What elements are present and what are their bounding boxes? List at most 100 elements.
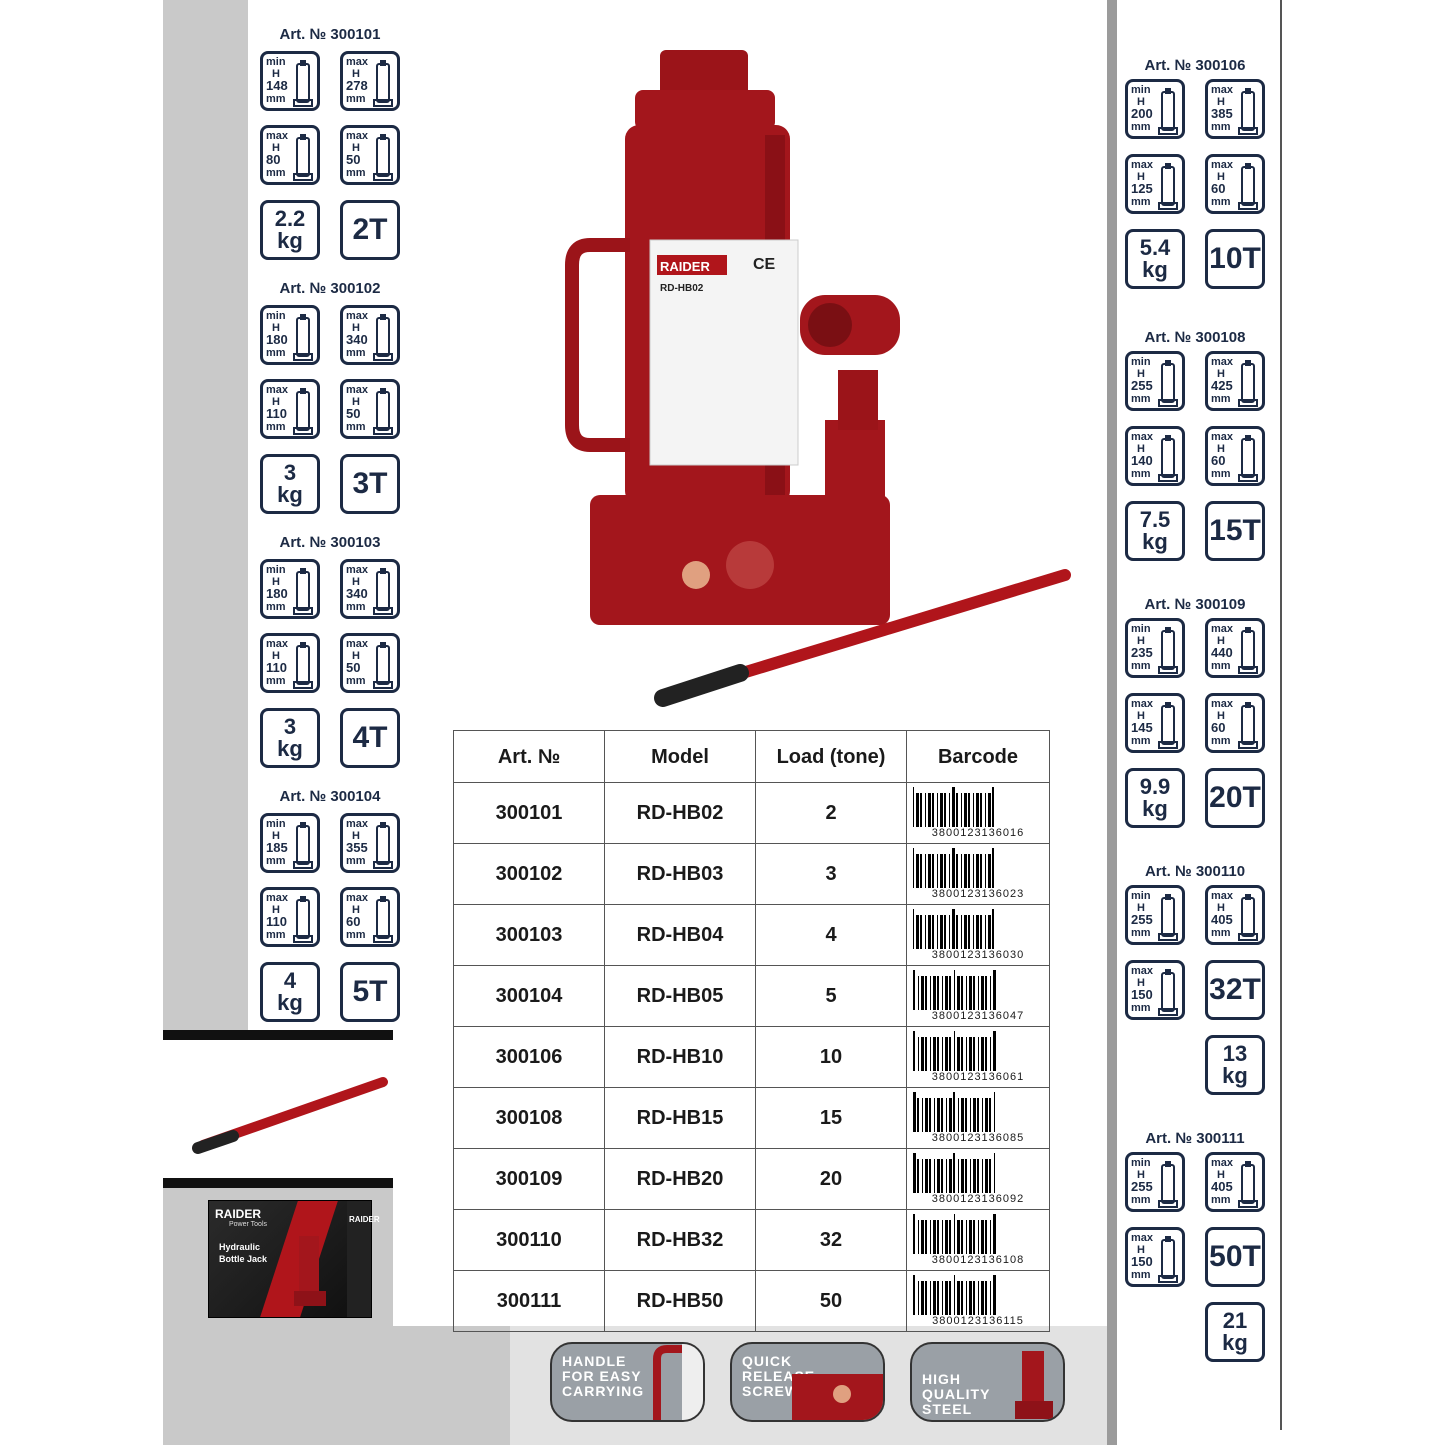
screw-icon (792, 1374, 883, 1420)
jack-outline-icon (293, 314, 313, 361)
cell-barcode: 3800123136085 (906, 1087, 1050, 1149)
load-capacity-badge: 4T (340, 708, 400, 768)
cell-barcode: 3800123136047 (906, 965, 1050, 1027)
cell-model: RD-HB32 (604, 1209, 756, 1271)
jack-outline-icon (1158, 163, 1178, 210)
cell-art: 300108 (453, 1087, 605, 1149)
jack-outline-icon (293, 388, 313, 435)
load-capacity-badge: 10T (1205, 229, 1265, 289)
barcode-number: 3800123136085 (931, 1132, 1025, 1144)
jack-outline-icon (293, 642, 313, 689)
box-brand: RAIDER (215, 1207, 262, 1221)
box-jack-image (294, 1236, 326, 1306)
cell-art: 300109 (453, 1148, 605, 1210)
barcode-image (913, 909, 1043, 949)
jack-outline-icon (1238, 163, 1258, 210)
table-row: 300104 RD-HB05 5 3800123136047 (453, 965, 1050, 1027)
barcode-number: 3800123136016 (931, 827, 1025, 839)
barcode-number: 3800123136108 (931, 1254, 1025, 1266)
jack-outline-icon (1238, 435, 1258, 482)
jack-outline-icon (1158, 969, 1178, 1016)
cell-model: RD-HB05 (604, 965, 756, 1027)
table-row: 300109 RD-HB20 20 3800123136092 (453, 1148, 1050, 1210)
load-capacity-badge: 5T (340, 962, 400, 1022)
cell-load: 10 (755, 1026, 907, 1088)
cell-load: 20 (755, 1148, 907, 1210)
cell-model: RD-HB15 (604, 1087, 756, 1149)
header-barcode: Barcode (906, 730, 1050, 783)
feature-handle-text: HANDLE FOR EASY CARRYING (562, 1353, 645, 1399)
left-gray-strip (163, 0, 248, 1030)
jack-outline-icon (373, 314, 393, 361)
barcode-image (913, 1092, 1043, 1132)
jack-outline-icon (1158, 894, 1178, 941)
cell-model: RD-HB03 (604, 843, 756, 905)
spec-table: Art. № Model Load (tone) Barcode 300101 … (453, 730, 1050, 1332)
cell-barcode: 3800123136023 (906, 843, 1050, 905)
bottle-jack-image (565, 50, 1071, 707)
jack-outline-icon (293, 60, 313, 107)
table-row: 300103 RD-HB04 4 3800123136030 (453, 904, 1050, 966)
jack-outline-icon (1238, 894, 1258, 941)
art-number-title: Art. № 300106 (1144, 57, 1246, 74)
handle-bar-image (192, 1077, 388, 1154)
barcode-image (913, 970, 1043, 1010)
cell-barcode: 3800123136092 (906, 1148, 1050, 1210)
cell-load: 32 (755, 1209, 907, 1271)
right-divider-gray (1107, 0, 1117, 1445)
box-side-brand: RAIDER (349, 1215, 380, 1224)
art-number-title: Art. № 300101 (279, 26, 381, 43)
cell-model: RD-HB50 (604, 1270, 756, 1332)
jack-outline-icon (373, 822, 393, 869)
art-number-title: Art. № 300102 (279, 280, 381, 297)
load-capacity-badge: 2T (340, 200, 400, 260)
table-header-row: Art. № Model Load (tone) Barcode (453, 730, 1050, 783)
jack-outline-icon (1158, 702, 1178, 749)
cell-art: 300102 (453, 843, 605, 905)
cell-model: RD-HB20 (604, 1148, 756, 1210)
load-capacity-badge: 32T (1205, 960, 1265, 1020)
cell-load: 15 (755, 1087, 907, 1149)
right-thin-rule (1280, 0, 1282, 1430)
jack-outline-icon (293, 896, 313, 943)
jack-outline-icon (1238, 627, 1258, 674)
jack-outline-icon (1158, 627, 1178, 674)
load-capacity-badge: 15T (1205, 501, 1265, 561)
cell-barcode: 3800123136030 (906, 904, 1050, 966)
jack-outline-icon (1238, 1161, 1258, 1208)
jack-outline-icon (1238, 702, 1258, 749)
box-tagline: Power Tools (229, 1221, 268, 1228)
cell-barcode: 3800123136115 (906, 1270, 1050, 1332)
cell-barcode: 3800123136061 (906, 1026, 1050, 1088)
jack-outline-icon (373, 896, 393, 943)
table-row: 300108 RD-HB15 15 3800123136085 (453, 1087, 1050, 1149)
jack-outline-icon (293, 568, 313, 615)
jack-outline-icon (1158, 1236, 1178, 1283)
